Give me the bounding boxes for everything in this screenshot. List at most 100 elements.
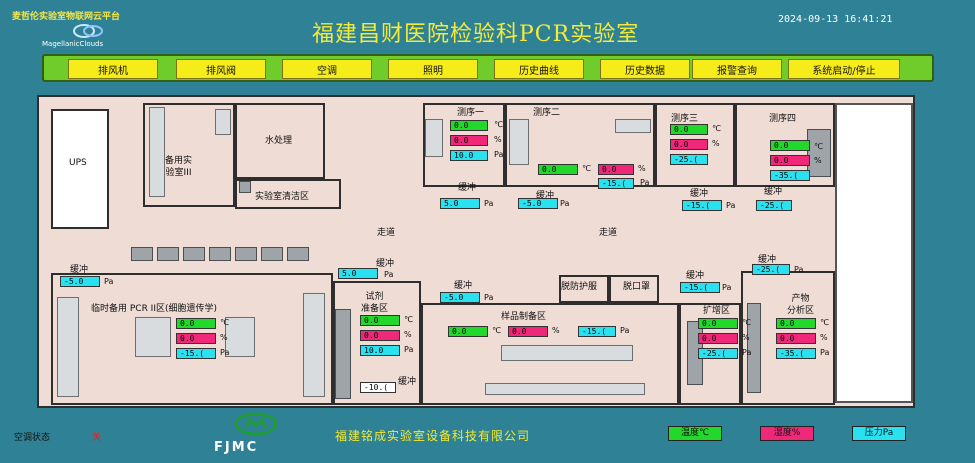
corridor-label: 走道 [377,228,396,238]
unit-pa: Pa [384,270,394,279]
unit-celsius: ℃ [814,142,823,151]
fjmc-logo-icon [234,412,278,436]
sample-humidity: 0.0 [508,326,548,337]
unit-pa: Pa [104,277,114,286]
buffer-label: 缓冲 [686,271,705,281]
bench [615,119,651,133]
seq2-pressure: -15.( [598,178,634,189]
amp-buffer-pressure: -15.( [680,282,720,293]
unit-percent: % [404,330,412,339]
room-remove-protective-clothing [559,275,609,303]
room-ups [51,109,109,229]
history-curve-button[interactable]: 历史曲线 [494,59,584,79]
seq3-pressure: -25.( [670,154,708,165]
product-temperature: 0.0 [776,318,816,329]
air-conditioning-button[interactable]: 空调 [282,59,372,79]
room-sequencing-3-label: 测序三 [671,114,699,124]
protect-buffer-pressure: -5.0 [440,292,480,303]
unit-pa: Pa [220,348,230,357]
product-buffer-pressure: -25.( [752,264,790,275]
exhaust-valve-button[interactable]: 排风阀 [176,59,266,79]
cabinet [235,247,257,261]
cabinet [807,129,831,177]
unit-celsius: ℃ [220,318,229,327]
cabinet [157,247,179,261]
reagent-buffer-pressure: 5.0 [338,268,378,279]
left-buffer-pressure: -5.0 [60,276,100,287]
unit-celsius: ℃ [494,120,503,129]
amp-pressure: -25.( [698,348,738,359]
cabinet [131,247,153,261]
room-ups-label: UPS [69,158,87,168]
lighting-button[interactable]: 照明 [388,59,478,79]
page-title: 福建昌财医院检验科PCR实验室 [312,22,640,47]
temp-pcr-temperature: 0.0 [176,318,216,329]
cabinet [209,247,231,261]
magellanic-clouds-logo-icon [73,24,103,38]
control-toolbar: 排风机 排风阀 空调 照明 历史曲线 历史数据 报警查询 系统启动/停止 [42,54,934,82]
company-name: 福建铭成实验室设备科技有限公司 [335,429,531,443]
room-remove-protective-clothing-label: 脱防护服 [561,282,598,292]
sink [215,109,231,135]
legend-humidity: 湿度% [760,426,814,441]
unit-celsius: ℃ [820,318,829,327]
unit-pa: Pa [722,283,732,292]
unit-percent: % [638,164,646,173]
unit-pa: Pa [620,326,630,335]
room-product-analysis-label: 产物 分析区 [787,294,815,316]
unit-pa: Pa [640,178,650,187]
room-sequencing-2-label: 测序二 [533,108,561,118]
legend-pressure: 压力Pa [852,426,906,441]
bench [425,119,443,157]
right-external-area [835,103,913,403]
room-reagent-prep-label: 试剂 准备区 [361,292,389,314]
ac-status-label: 空调状态 [14,433,51,443]
buffer-label: 缓冲 [398,377,417,387]
unit-celsius: ℃ [492,326,501,335]
bottom-buffer-pressure: -10.( [360,382,396,393]
bench [225,317,255,357]
unit-pa: Pa [794,265,804,274]
room-sample-prep-label: 样品制备区 [501,312,547,322]
seq4-buffer-pressure: -25.( [756,200,792,211]
cabinet [747,303,761,393]
unit-celsius: ℃ [582,164,591,173]
seq4-temperature: 0.0 [770,140,810,151]
unit-percent: % [814,156,822,165]
unit-percent: % [712,139,720,148]
unit-pa: Pa [494,150,504,159]
unit-celsius: ℃ [742,318,751,327]
unit-pa: Pa [404,345,414,354]
bench [303,293,325,397]
unit-percent: % [220,333,228,342]
seq1-buffer-pressure: 5.0 [440,198,480,209]
unit-celsius: ℃ [712,124,721,133]
system-start-stop-button[interactable]: 系统启动/停止 [788,59,900,79]
history-data-button[interactable]: 历史数据 [600,59,690,79]
cabinet [287,247,309,261]
product-humidity: 0.0 [776,333,816,344]
unit-pa: Pa [742,348,752,357]
platform-name: 麦哲伦实验室物联网云平台 [12,12,121,22]
unit-percent: % [742,333,750,342]
buffer-label: 缓冲 [458,183,477,193]
room-clean-area-label: 实验室清洁区 [255,192,310,202]
alarm-query-button[interactable]: 报警查询 [692,59,782,79]
bench [135,317,171,357]
seq3-temperature: 0.0 [670,124,708,135]
buffer-label: 缓冲 [454,281,473,291]
unit-percent: % [552,326,560,335]
unit-pa: Pa [820,348,830,357]
buffer-label: 缓冲 [536,191,555,201]
seq4-humidity: 0.0 [770,155,810,166]
floor-plan: UPS 备用实 验室III 水处理 实验室清洁区 走道 走道 测序一 测序二 测… [37,95,915,408]
buffer-label: 缓冲 [376,259,395,269]
exhaust-fan-button[interactable]: 排风机 [68,59,158,79]
bench [485,383,645,395]
reagent-pressure: 10.0 [360,345,400,356]
fjmc-logo-text: FJMC [214,440,259,455]
bench [509,119,529,165]
room-clean-area [235,179,341,209]
room-remove-mask-label: 脱口罩 [623,282,651,292]
seq1-temperature: 0.0 [450,120,488,131]
